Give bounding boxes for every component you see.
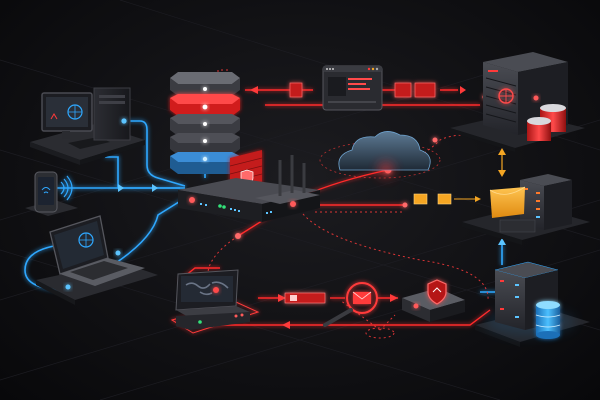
red-arrowheads <box>250 86 466 329</box>
data-packets-top <box>289 82 436 98</box>
db-layer-base-secure <box>170 152 240 174</box>
smartphone[interactable] <box>25 171 78 216</box>
folder-icon <box>490 187 525 218</box>
wireless-signal-icon <box>60 175 73 201</box>
magnifier-icon <box>346 282 378 314</box>
db-layer-1 <box>170 72 240 96</box>
sync-arrow-down <box>498 170 506 177</box>
threat-world-map <box>181 276 233 302</box>
security-appliance[interactable] <box>402 279 465 322</box>
database-stack[interactable] <box>170 72 240 174</box>
router[interactable] <box>178 155 320 222</box>
monitoring-terminal[interactable] <box>170 269 260 334</box>
file-packets <box>413 193 452 205</box>
shield-icon <box>427 279 447 305</box>
blue-database-cylinder <box>535 301 561 339</box>
data-packet <box>414 82 436 98</box>
cloud[interactable] <box>319 131 441 179</box>
keyboard <box>70 261 128 280</box>
blue-arrowheads <box>118 184 506 245</box>
packet <box>289 82 303 98</box>
wifi-icon <box>41 187 51 194</box>
laptop[interactable] <box>36 215 158 305</box>
packet-bar <box>284 292 326 304</box>
desktop-workstation[interactable] <box>30 87 145 165</box>
web-server[interactable] <box>450 52 585 152</box>
sync-arrow-up <box>498 148 506 155</box>
file-server[interactable] <box>413 148 590 245</box>
email-inspection[interactable] <box>323 282 378 327</box>
storage-server[interactable] <box>475 261 590 347</box>
browser-window[interactable] <box>322 65 383 111</box>
red-database-cylinders <box>527 104 566 141</box>
key-packet <box>394 82 412 98</box>
